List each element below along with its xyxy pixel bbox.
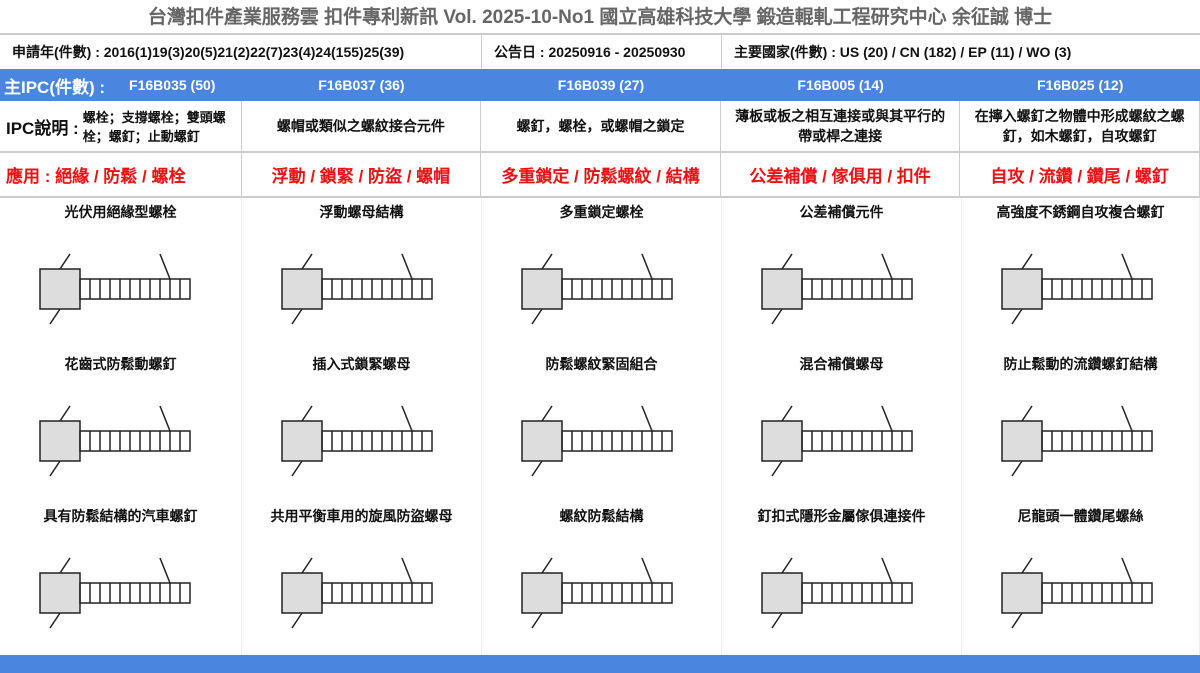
patent-figure: 共用平衡車用的旋風防盜螺母	[242, 502, 482, 655]
desc-label: IPC說明 :	[6, 118, 79, 138]
ipc-code: F16B037 (36)	[318, 77, 405, 93]
figure-caption: 螺紋防鬆結構	[559, 508, 644, 524]
application-row: 應用 : 絕緣 / 防鬆 / 螺栓 浮動 / 鎖緊 / 防盜 / 螺帽 多重鎖定…	[0, 153, 1200, 198]
patent-figure: 混合補償螺母	[722, 350, 962, 502]
figure-caption: 具有防鬆結構的汽車螺釘	[43, 508, 198, 524]
figure-caption: 插入式鎖緊螺母	[312, 356, 411, 372]
application-tags: 公差補償 / 傢俱用 / 扣件	[721, 153, 961, 196]
patent-figure: 尼龍頭一體鑽尾螺絲	[962, 502, 1200, 655]
ipc-description: 在擰入螺釘之物體中形成螺紋之螺釘，如木螺釘，自攻螺釘	[960, 101, 1200, 151]
figure-caption: 防鬆螺紋緊固組合	[545, 356, 658, 372]
application-tags: 多重鎖定 / 防鬆螺紋 / 結構	[481, 153, 721, 196]
ipc-description: 螺栓；支撐螺栓；雙頭螺栓；螺釘；止動螺釘	[82, 110, 226, 144]
ipc-code: F16B039 (27)	[557, 77, 645, 93]
patent-figure: 防止鬆動的流鑽螺釘結構	[962, 350, 1200, 502]
ipc-code: F16B025 (12)	[1036, 77, 1124, 93]
figure-caption: 高強度不銹鋼自攻複合螺釘	[996, 204, 1165, 220]
ipc-header-row: 主IPC(件數) : F16B035 (50) F16B037 (36) F16B…	[0, 69, 1200, 101]
patent-figure: 花齒式防鬆動螺釘	[0, 350, 242, 502]
patent-figure: 光伏用絕緣型螺栓	[0, 198, 242, 350]
application-tags: 應用 : 絕緣 / 防鬆 / 螺栓	[0, 153, 242, 196]
patent-figure: 公差補償元件	[722, 198, 962, 350]
main-countries: 主要國家(件數) : US (20) / CN (182) / EP (11) …	[734, 44, 1072, 60]
figure-caption: 花齒式防鬆動螺釘	[64, 356, 177, 372]
patent-figure: 具有防鬆結構的汽車螺釘	[0, 502, 242, 655]
ipc-description: 螺釘，螺栓，或螺帽之鎖定	[481, 101, 721, 151]
ipc-description: 薄板或板之相互連接或與其平行的帶或桿之連接	[721, 101, 961, 151]
publication-date: 公告日 : 20250916 - 20250930	[482, 35, 722, 69]
patent-figure: 高強度不銹鋼自攻複合螺釘	[962, 198, 1200, 350]
patent-figure: 插入式鎖緊螺母	[242, 350, 482, 502]
ipc-code: F16B005 (14)	[797, 77, 884, 93]
figure-caption: 混合補償螺母	[799, 356, 884, 372]
footer-bar	[0, 655, 1200, 673]
patent-figure: 釘扣式隱形金屬傢俱連接件	[722, 502, 962, 655]
patent-figure: 螺紋防鬆結構	[482, 502, 722, 655]
figure-caption: 多重鎖定螺栓	[559, 204, 644, 220]
application-years: 申請年(件數) : 2016(1)19(3)20(5)21(2)22(7)23(…	[0, 35, 482, 69]
application-tags: 浮動 / 鎖緊 / 防盜 / 螺帽	[242, 153, 482, 196]
figure-caption: 公差補償元件	[799, 204, 884, 220]
application-tags: 自攻 / 流鑽 / 鑽尾 / 螺釘	[960, 153, 1200, 196]
ipc-description-row: IPC說明 :螺栓；支撐螺栓；雙頭螺栓；螺釘；止動螺釘 螺帽或類似之螺紋接合元件…	[0, 101, 1200, 153]
patent-figure: 浮動螺母結構	[242, 198, 482, 350]
patent-figure: 多重鎖定螺栓	[482, 198, 722, 350]
page-title: 台灣扣件產業服務雲 扣件專利新訊 Vol. 2025-10-No1 國立高雄科技…	[0, 0, 1200, 35]
figure-caption: 光伏用絕緣型螺栓	[64, 204, 177, 220]
figure-caption: 浮動螺母結構	[319, 204, 404, 220]
figure-caption: 釘扣式隱形金屬傢俱連接件	[757, 508, 926, 524]
figure-caption: 尼龍頭一體鑽尾螺絲	[1017, 508, 1144, 524]
patent-figure: 防鬆螺紋緊固組合	[482, 350, 722, 502]
ipc-description: 螺帽或類似之螺紋接合元件	[242, 101, 482, 151]
patent-figure-grid: 光伏用絕緣型螺栓 浮動螺母結構 多重鎖定螺栓 公差補償元件 高強度不銹鋼自攻複合螺釘花齒…	[0, 198, 1200, 655]
figure-caption: 共用平衡車用的旋風防盜螺母	[270, 508, 453, 524]
figure-caption: 防止鬆動的流鑽螺釘結構	[1003, 356, 1158, 372]
ipc-code: F16B035 (50)	[129, 77, 216, 93]
ipc-label: 主IPC(件數) :	[4, 77, 106, 97]
